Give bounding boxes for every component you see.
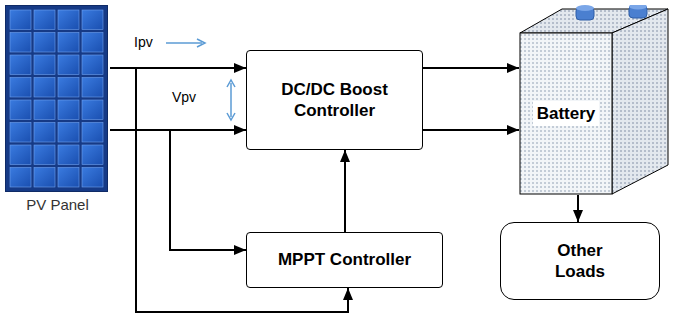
pv-panel-art	[5, 5, 108, 192]
pv-panel: PV Panel	[5, 5, 110, 217]
node-text: Other Loads	[540, 240, 620, 283]
connector	[577, 195, 579, 222]
voltage-arrow	[230, 83, 232, 117]
node-text: MPPT Controller	[278, 249, 411, 270]
connector	[344, 150, 346, 232]
process-box: MPPT Controller	[246, 232, 443, 288]
node-text: Battery	[533, 101, 600, 126]
process-box: DC/DC Boost Controller	[246, 50, 423, 150]
voltage-arrow-head	[227, 113, 235, 120]
current-arrow	[166, 42, 202, 44]
node-text: PV Panel	[5, 196, 110, 213]
connector	[423, 67, 519, 69]
node-text: DC/DC Boost Controller	[255, 79, 414, 122]
process-box: Other Loads	[500, 222, 660, 300]
voltage-arrow-head	[227, 80, 235, 87]
current-arrow-head	[197, 39, 205, 47]
battery: Battery	[519, 5, 669, 195]
connector	[110, 130, 246, 250]
signal-name: Ipv	[134, 34, 153, 50]
signal-name: Vpv	[172, 89, 196, 105]
connector	[423, 129, 519, 131]
